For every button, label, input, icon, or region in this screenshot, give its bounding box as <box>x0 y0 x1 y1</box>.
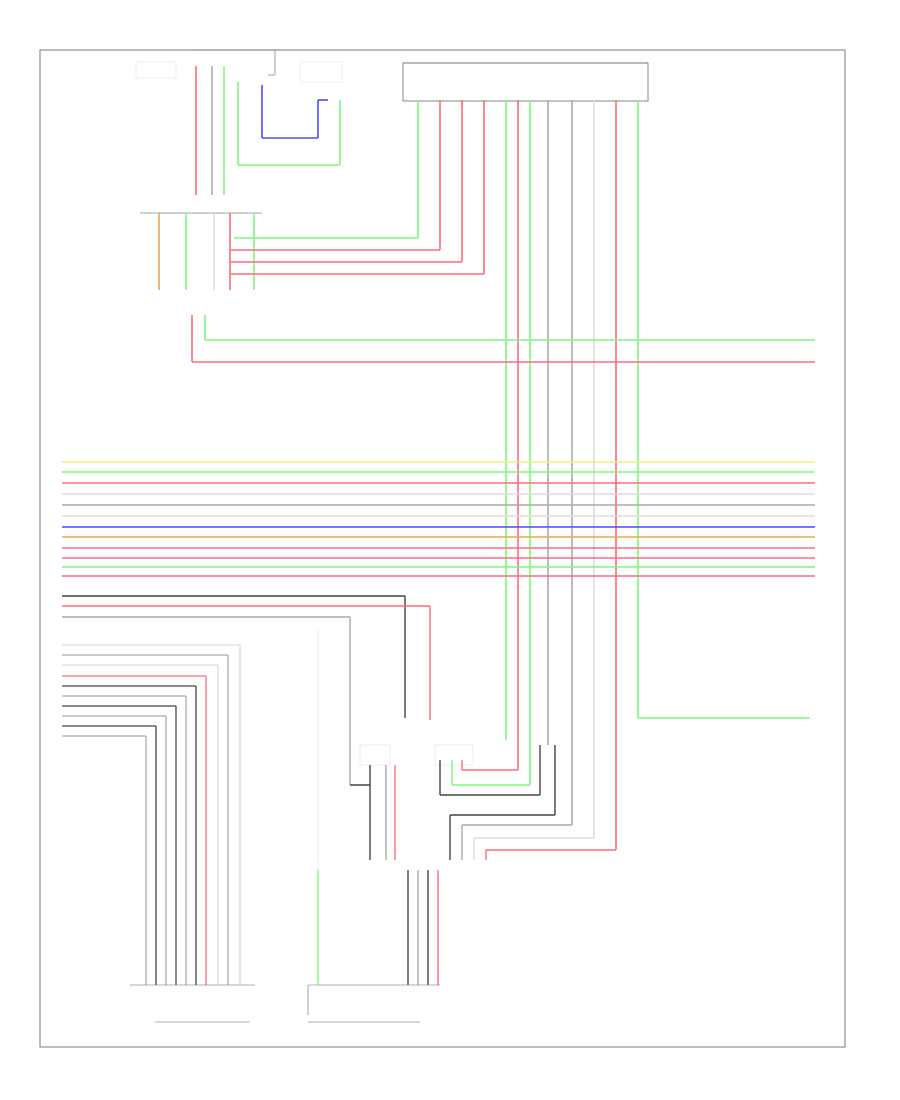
lower-left-bundle <box>62 644 241 985</box>
top-left-vertical-wires <box>195 66 341 195</box>
bottom-left-connector <box>130 984 255 1023</box>
center-lower-section <box>307 630 616 1023</box>
bus-branch-wires <box>62 595 431 785</box>
diagram-frame <box>39 49 846 1048</box>
horizontal-bus <box>62 461 815 577</box>
mid-left-junction <box>140 212 262 290</box>
top-right-ecu <box>402 62 649 102</box>
right-outputs-upper <box>191 315 815 363</box>
top-left-connector-group <box>135 49 343 83</box>
ecu-output-wires <box>230 100 810 850</box>
